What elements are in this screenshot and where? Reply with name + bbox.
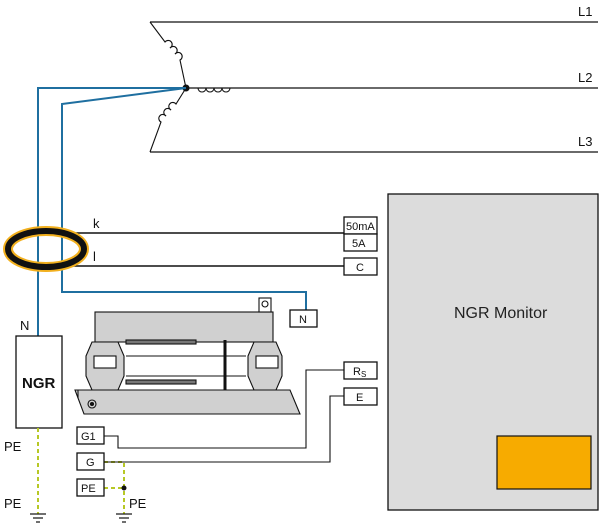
ct-wires <box>52 232 344 267</box>
monitor-title: NGR Monitor <box>454 305 548 322</box>
terminal-5a <box>343 233 378 252</box>
pe-label-right: PE <box>129 496 147 511</box>
neutral-conductors <box>37 87 307 336</box>
terminal-rs-label: RS <box>353 366 366 379</box>
terminal-c-label: C <box>356 262 364 274</box>
pe-label-left: PE <box>4 496 22 511</box>
terminal-5a-label: 5A <box>352 238 366 250</box>
device-base <box>74 389 301 415</box>
ngr-neutral-label: N <box>20 318 29 333</box>
ct-lead-k: k <box>93 216 100 231</box>
device-inner-bar-bottom <box>125 379 197 385</box>
label-l1: L1 <box>578 4 592 19</box>
neutral-conductor-primary <box>37 87 186 336</box>
label-l2: L2 <box>578 70 592 85</box>
ngr-resistor: N NGR PE <box>4 318 63 454</box>
terminal-e-label: E <box>356 392 363 404</box>
ct-ring-core <box>5 228 87 270</box>
monitor-display <box>496 435 592 490</box>
terminal-g-label: G <box>86 457 95 469</box>
winding-l3 <box>149 87 187 153</box>
device-mount-bracket <box>77 389 86 398</box>
terminal-n-label: N <box>299 314 307 326</box>
terminal-block <box>343 216 378 406</box>
device-left-window <box>93 355 117 369</box>
ground-symbol-right <box>116 513 132 523</box>
sense-wiring <box>104 369 344 463</box>
terminal-pe-label: PE <box>81 483 96 495</box>
winding-l1 <box>149 21 187 89</box>
terminal-n <box>289 309 318 328</box>
device-inner-bar-top <box>125 339 197 345</box>
current-transformer <box>3 226 89 272</box>
device-top-connector-bolt <box>261 300 269 308</box>
earth-terminal-icon <box>87 399 97 409</box>
ground-symbol-left <box>30 513 46 523</box>
ngr-monitor: NGR Monitor <box>387 193 599 511</box>
device-right-window <box>255 355 279 369</box>
ct-lead-l: l <box>93 249 96 264</box>
wire-g1-rs <box>104 369 344 449</box>
device-top-bar <box>94 311 274 343</box>
ngr-body <box>15 335 63 429</box>
earth-conductors <box>37 428 125 514</box>
ngr-pe-label: PE <box>4 439 22 454</box>
terminal-pe <box>76 478 105 497</box>
earth-junction <box>121 485 127 491</box>
earth-terminals <box>76 426 105 497</box>
neutral-conductor-return <box>61 87 307 310</box>
phase-lines: L1 L2 L3 <box>150 4 598 153</box>
label-l3: L3 <box>578 134 592 149</box>
terminal-g1-label: G1 <box>81 431 96 443</box>
ngr-label: NGR <box>22 375 56 392</box>
terminal-50ma-label: 50mA <box>346 221 375 233</box>
device-top-connector <box>258 297 272 313</box>
coupling-device <box>74 297 301 415</box>
earth-terminal-icon-dot <box>89 401 95 407</box>
winding-l2 <box>186 87 236 93</box>
terminal-c <box>343 257 378 276</box>
wire-g-e <box>104 395 344 463</box>
